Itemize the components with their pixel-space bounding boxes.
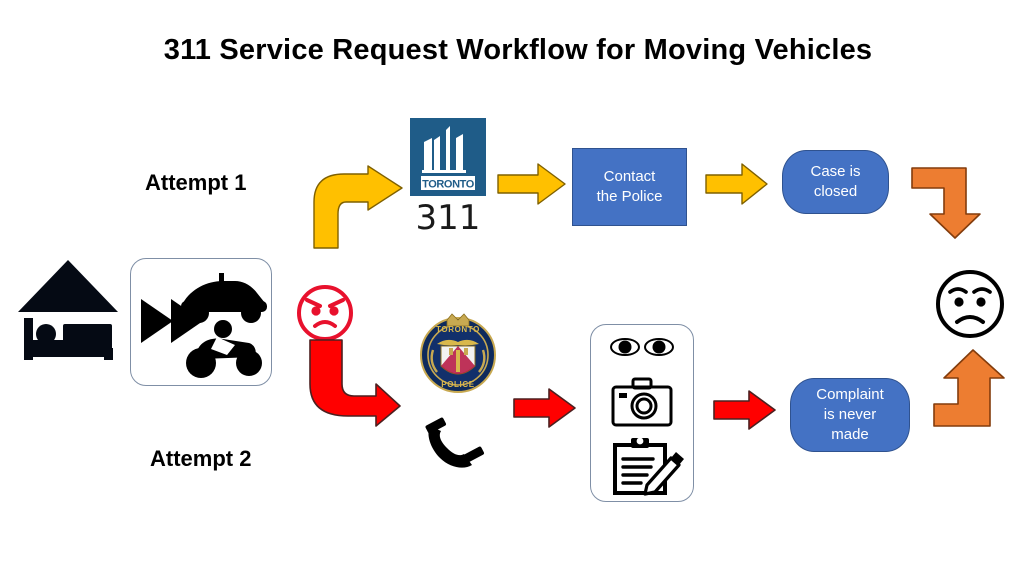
- page-title: 311 Service Request Workflow for Moving …: [163, 34, 873, 66]
- arrow-right-yellow-to-case-closed: [705, 163, 768, 205]
- toronto-police-badge-icon: TORONTO POLICE: [419, 312, 497, 394]
- complaint-line2: is never: [823, 405, 877, 423]
- arrow-bent-down-right-red: [300, 339, 402, 427]
- angry-face-icon: [296, 284, 354, 342]
- evidence-collection-card: [590, 324, 694, 502]
- fast-forward-icon: [141, 299, 203, 343]
- arrow-bent-right-up-orange: [932, 348, 1014, 430]
- arrow-bent-up-right-yellow: [306, 165, 404, 249]
- eyes-icon: [610, 338, 674, 356]
- logo-311-number: 311: [415, 198, 481, 238]
- complaint-line3: made: [831, 426, 869, 444]
- badge-top-text: TORONTO: [436, 325, 480, 334]
- attempt-2-label: Attempt 2: [150, 446, 252, 471]
- process-complaint-is-never-made[interactable]: Complaint is never made: [790, 378, 910, 452]
- arrow-right-red-to-evidence: [513, 388, 576, 428]
- attempt-1-label: Attempt 1: [145, 170, 247, 195]
- sad-face-icon: [934, 268, 1006, 340]
- speeding-vehicles-card: [130, 258, 272, 386]
- arrow-right-yellow-to-contact-police: [497, 163, 566, 205]
- clipboard-pencil-icon: [613, 437, 684, 496]
- process-case-is-closed[interactable]: Case is closed: [782, 150, 889, 214]
- case-closed-line1: Case is: [810, 162, 861, 180]
- telephone-handset-icon: [424, 417, 486, 470]
- house-and-bed-icon: [16, 258, 120, 360]
- car-icon: [181, 273, 267, 323]
- complaint-line1: Complaint: [816, 385, 884, 403]
- contact-police-line2: the Police: [596, 188, 663, 205]
- badge-bottom-text: POLICE: [441, 380, 474, 389]
- case-closed-line2: closed: [813, 183, 858, 200]
- atv-icon: [186, 320, 262, 378]
- process-contact-the-police[interactable]: Contact the Police: [572, 148, 687, 226]
- toronto-311-logo: TORONTO: [410, 118, 486, 196]
- toronto-wordmark: TORONTO: [422, 179, 475, 191]
- arrow-right-red-to-complaint: [713, 390, 776, 430]
- contact-police-line1: Contact: [603, 167, 656, 185]
- arrow-bent-right-down-orange: [910, 162, 996, 240]
- camera-icon: [611, 377, 673, 427]
